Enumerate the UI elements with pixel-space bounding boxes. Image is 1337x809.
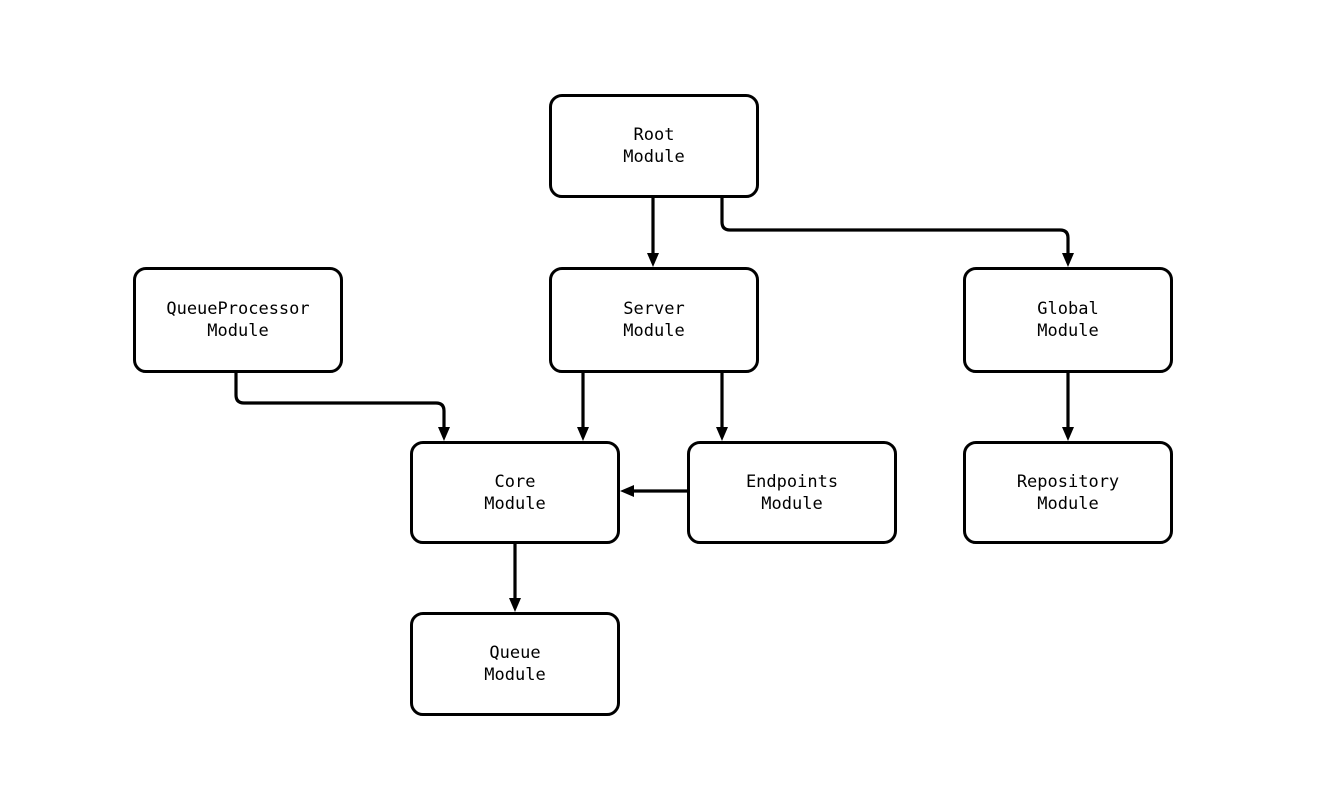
global-module-node[interactable]: Global Module — [963, 267, 1173, 373]
repository-module-label-line1: Repository — [1016, 471, 1120, 492]
queueprocessor-module-label-line2: Module — [207, 321, 269, 341]
core-module-label-line1: Core — [494, 471, 536, 492]
endpoints-module-label-line1: Endpoints — [745, 471, 839, 492]
global-module-label-line1: Global — [1037, 299, 1099, 319]
queueprocessor-module-label-line1: QueueProcessor — [166, 299, 310, 319]
queue-module-label-line2: Module — [484, 665, 546, 685]
core-module-label-line2: Module — [484, 493, 546, 514]
edge-queueprocessor-to-core — [234, 373, 450, 441]
queue-module-node[interactable]: Queue Module — [410, 612, 620, 716]
edge-root-to-global — [720, 198, 1074, 267]
endpoints-module-node[interactable]: Endpoints Module — [687, 441, 897, 544]
endpoints-module-label-line2: Module — [761, 493, 823, 514]
queueprocessor-module-node[interactable]: QueueProcessor Module — [133, 267, 343, 373]
root-module-label-line2: Module — [623, 147, 685, 167]
server-module-node[interactable]: Server Module — [549, 267, 759, 373]
queue-module-label-line1: Queue — [489, 643, 541, 663]
root-module-label-line1: Root — [633, 125, 675, 145]
server-module-label-line1: Server — [623, 299, 685, 319]
repository-module-label-line2: Module — [1037, 493, 1099, 514]
global-module-label-line2: Module — [1037, 321, 1099, 341]
root-module-node[interactable]: Root Module — [549, 94, 759, 198]
server-module-label-line2: Module — [623, 321, 685, 341]
repository-module-node[interactable]: Repository Module — [963, 441, 1173, 544]
core-module-node[interactable]: Core Module — [410, 441, 620, 544]
